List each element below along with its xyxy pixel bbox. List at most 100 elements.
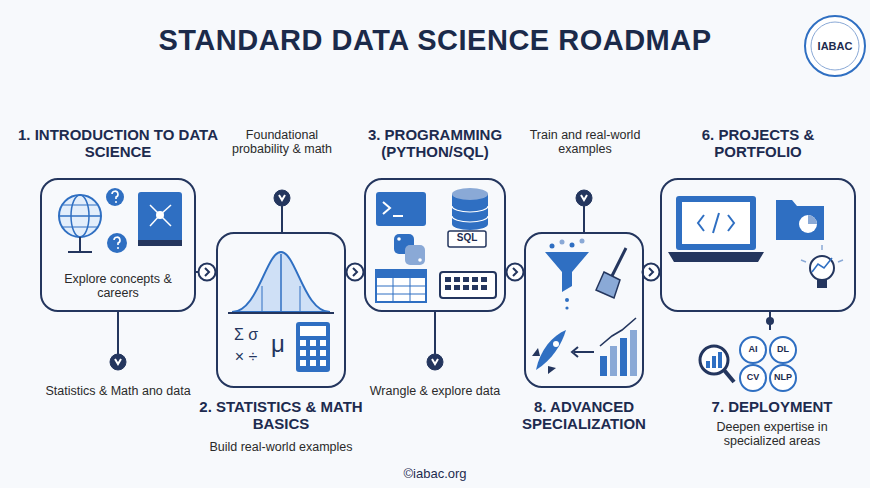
trend-arrow — [572, 347, 578, 357]
broom-icon — [596, 272, 620, 298]
flow-connector — [644, 272, 660, 273]
magnifier-icon — [700, 346, 728, 374]
calculator-icon — [300, 326, 326, 336]
calculator-icon — [320, 360, 326, 366]
bell-curve-chart — [228, 312, 334, 314]
question-icon — [115, 201, 117, 203]
step-heading: 2. STATISTICS & MATH BASICS — [198, 398, 364, 433]
funnel-icon — [565, 306, 568, 309]
math-symbol: × ÷ — [224, 348, 268, 366]
lightbulb-icon — [801, 245, 843, 262]
broom-icon — [596, 248, 626, 298]
bar-chart-icon — [600, 356, 607, 376]
math-symbol: μ — [264, 330, 292, 358]
laptop-icon — [668, 252, 764, 262]
keyboard-icon — [472, 285, 478, 290]
connector-line — [506, 271, 524, 273]
keyboard-icon — [463, 277, 469, 282]
logo-seal — [811, 22, 859, 70]
leader-dot — [274, 190, 290, 206]
globe-icon — [68, 251, 92, 253]
calculator-icon — [300, 360, 306, 366]
book-icon — [138, 192, 182, 246]
lightbulb-icon — [812, 258, 832, 272]
bar-chart-icon — [630, 330, 637, 376]
folder-icon — [776, 200, 824, 240]
bar-chart-icon — [600, 318, 636, 346]
book-icon — [138, 240, 182, 246]
python-logo — [405, 245, 425, 265]
flow-connector — [196, 272, 216, 273]
magnifier-icon — [724, 370, 734, 382]
connector-line — [346, 271, 364, 273]
keyboard-icon — [463, 285, 469, 290]
book-icon — [160, 215, 171, 226]
question-icon — [117, 247, 119, 249]
globe-icon — [79, 237, 81, 252]
funnel-icon — [545, 239, 589, 310]
keyboard-icon — [445, 277, 451, 282]
globe-icon — [63, 205, 97, 206]
badge-text: DL — [770, 344, 796, 354]
note-text: Statistics & Math ano data — [40, 384, 196, 398]
ai-badge — [770, 337, 796, 363]
keyboard-icon — [481, 285, 487, 290]
calculator-icon — [300, 340, 326, 366]
broom-icon — [612, 248, 626, 276]
trend-arrow — [572, 347, 594, 357]
table-icon — [393, 270, 394, 302]
calculator-icon — [300, 340, 306, 346]
ai-badge — [740, 365, 766, 391]
leader-dot — [110, 354, 126, 370]
leader-dot — [427, 354, 443, 370]
dot-chevron — [115, 359, 121, 364]
ai-badge — [740, 337, 766, 363]
book-icon — [150, 205, 171, 226]
folder-icon — [808, 215, 817, 224]
folder-icon — [776, 200, 824, 240]
bell-curve-chart — [300, 286, 301, 312]
keyboard-icon — [445, 285, 451, 290]
flow-connector — [766, 312, 774, 330]
book-icon — [150, 205, 160, 215]
table-icon — [376, 270, 426, 302]
lightbulb-icon — [838, 260, 843, 262]
python-logo — [397, 237, 401, 241]
lightbulb-icon — [810, 256, 834, 280]
keyboard-icon — [454, 285, 460, 290]
step-heading: 6. PROJECTS & PORTFOLIO — [656, 126, 860, 161]
leader-dot — [281, 206, 283, 232]
note-text: Train and real-world examples — [526, 128, 644, 157]
question-icon — [106, 188, 124, 206]
funnel-icon — [580, 239, 585, 244]
step-description: Deepen expertise in specialized areas — [690, 420, 854, 449]
laptop-icon — [698, 213, 734, 233]
bar-chart-icon — [600, 318, 637, 376]
caption: ©iabac.org — [335, 466, 535, 481]
calculator-icon — [310, 340, 316, 346]
calculator-icon — [320, 350, 326, 356]
step-heading: 8. ADVANCED SPECIALIZATION — [502, 398, 666, 433]
funnel-icon — [560, 240, 565, 245]
calculator-icon — [320, 340, 326, 346]
database-icon — [448, 231, 486, 247]
logo-seal — [805, 16, 865, 76]
calculator-icon — [310, 360, 316, 366]
dot-chevron — [581, 195, 587, 200]
panel-outline — [660, 178, 856, 312]
keyboard-icon — [445, 277, 487, 290]
ai-badge — [740, 337, 796, 391]
leader-dot — [117, 312, 119, 354]
connector-line — [196, 271, 216, 273]
badge-text: CV — [740, 372, 766, 382]
connector-line — [644, 271, 660, 273]
lightbulb-icon — [821, 245, 823, 250]
bell-curve-chart — [280, 254, 282, 312]
folder-icon — [799, 215, 817, 233]
dot-chevron — [432, 359, 438, 364]
question-icon — [112, 191, 118, 199]
step-description: Explore concepts & careers — [48, 272, 188, 301]
connector-dot — [766, 317, 774, 325]
